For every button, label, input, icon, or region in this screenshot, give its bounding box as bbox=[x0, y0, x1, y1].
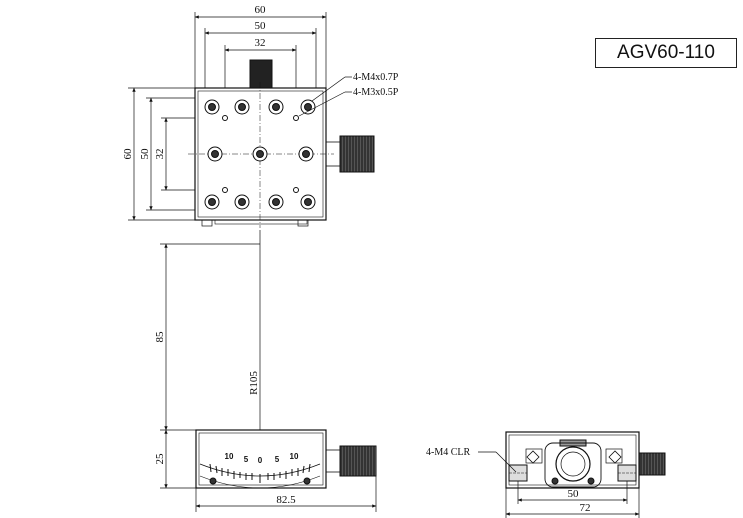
front-view bbox=[160, 230, 377, 512]
dim-side-72: 72 bbox=[580, 502, 591, 514]
top-view-holes bbox=[204, 76, 352, 210]
note-m4: 4-M4x0.7P bbox=[353, 72, 399, 83]
dim-82-5: 82.5 bbox=[276, 494, 296, 506]
side-view bbox=[478, 431, 666, 518]
scale-label-2: 0 bbox=[258, 456, 263, 465]
dim-25: 25 bbox=[154, 453, 166, 465]
scale-label-1: 5 bbox=[244, 455, 249, 464]
dim-height-50: 50 bbox=[139, 148, 151, 160]
scale-ticks bbox=[209, 463, 311, 483]
dim-width-50: 50 bbox=[255, 20, 267, 32]
dim-height-60: 60 bbox=[122, 148, 134, 160]
dim-85: 85 bbox=[154, 331, 166, 343]
dim-width-32: 32 bbox=[255, 37, 266, 49]
model-label-box: AGV60-110 bbox=[595, 38, 737, 68]
dim-width-60: 60 bbox=[255, 4, 267, 16]
scale-label-3: 5 bbox=[275, 455, 280, 464]
top-view bbox=[128, 12, 375, 228]
scale-label-0: 10 bbox=[225, 452, 234, 461]
model-label: AGV60-110 bbox=[617, 42, 715, 63]
note-m3: 4-M3x0.5P bbox=[353, 87, 399, 98]
dim-side-50: 50 bbox=[568, 488, 580, 500]
radius-label: R105 bbox=[248, 371, 260, 395]
note-clr: 4-M4 CLR bbox=[426, 447, 471, 458]
scale-label-4: 10 bbox=[290, 452, 299, 461]
dim-height-32: 32 bbox=[154, 149, 166, 160]
